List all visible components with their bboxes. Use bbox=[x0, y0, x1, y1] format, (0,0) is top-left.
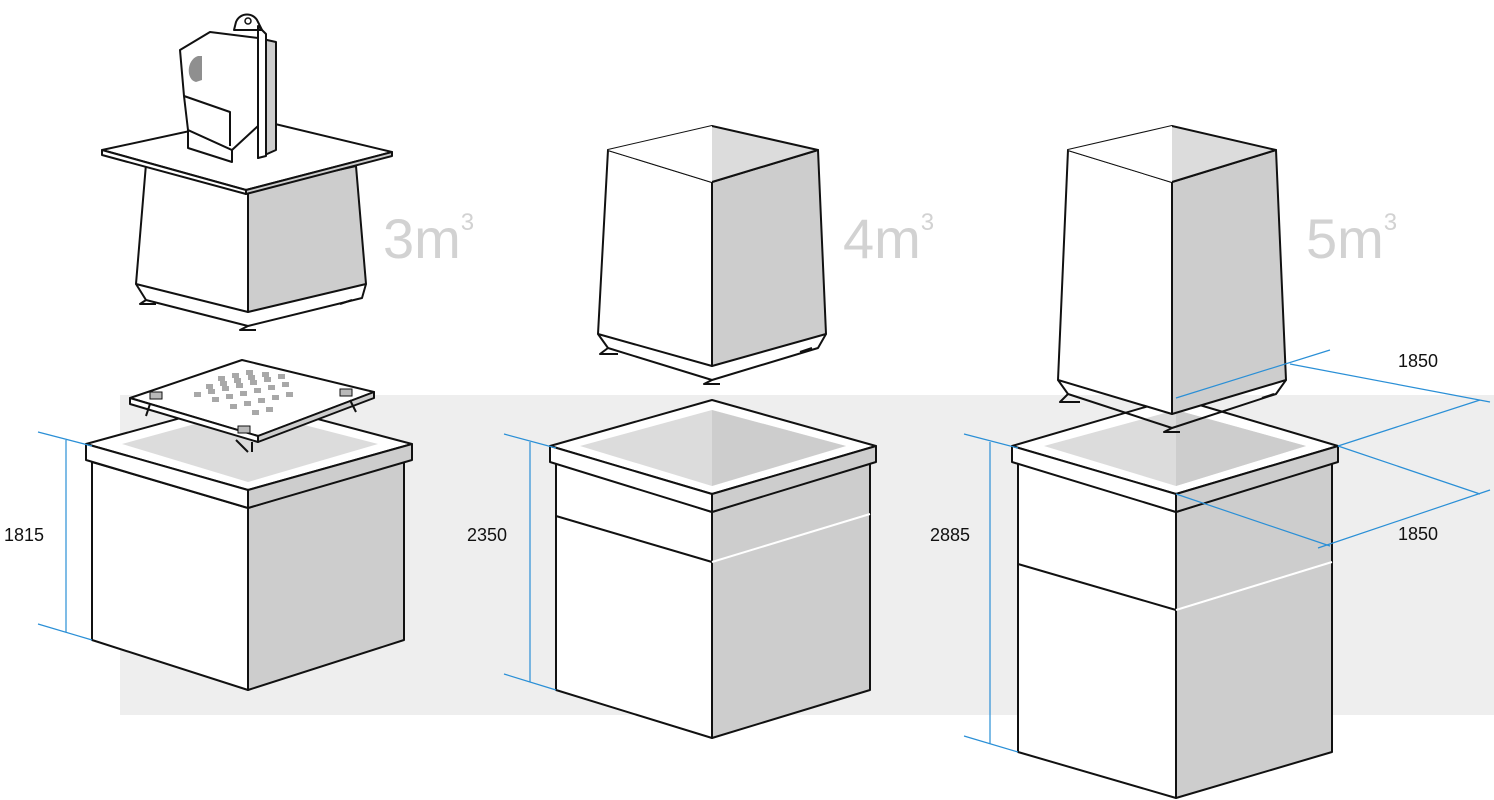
unit-small: 3m3 1815 bbox=[4, 13, 474, 691]
volume-label-large: 5m3 bbox=[1306, 207, 1397, 270]
height-dimension-large bbox=[963, 433, 1019, 753]
base-box-large bbox=[1011, 397, 1339, 799]
volume-label-small: 3m3 bbox=[383, 207, 474, 270]
volume-label-medium: 4m3 bbox=[843, 207, 934, 270]
lifting-mechanism bbox=[179, 13, 277, 163]
unit-medium: 4m3 2350 bbox=[467, 125, 934, 739]
height-label-small: 1815 bbox=[4, 525, 44, 545]
height-dimension-small bbox=[37, 431, 93, 641]
grate-lid bbox=[129, 359, 375, 453]
base-box-small bbox=[85, 399, 413, 691]
bin-body-medium bbox=[597, 125, 827, 385]
base-box-medium bbox=[549, 399, 877, 739]
height-label-medium: 2350 bbox=[467, 525, 507, 545]
height-dimension-medium bbox=[503, 433, 557, 691]
unit-large: 5m3 2885 1850 1850 bbox=[930, 125, 1491, 799]
height-label-large: 2885 bbox=[930, 525, 970, 545]
bin-body-large bbox=[1057, 125, 1287, 433]
depth-label: 1850 bbox=[1398, 351, 1438, 371]
width-label: 1850 bbox=[1398, 524, 1438, 544]
footprint-dimensions bbox=[1175, 349, 1491, 549]
